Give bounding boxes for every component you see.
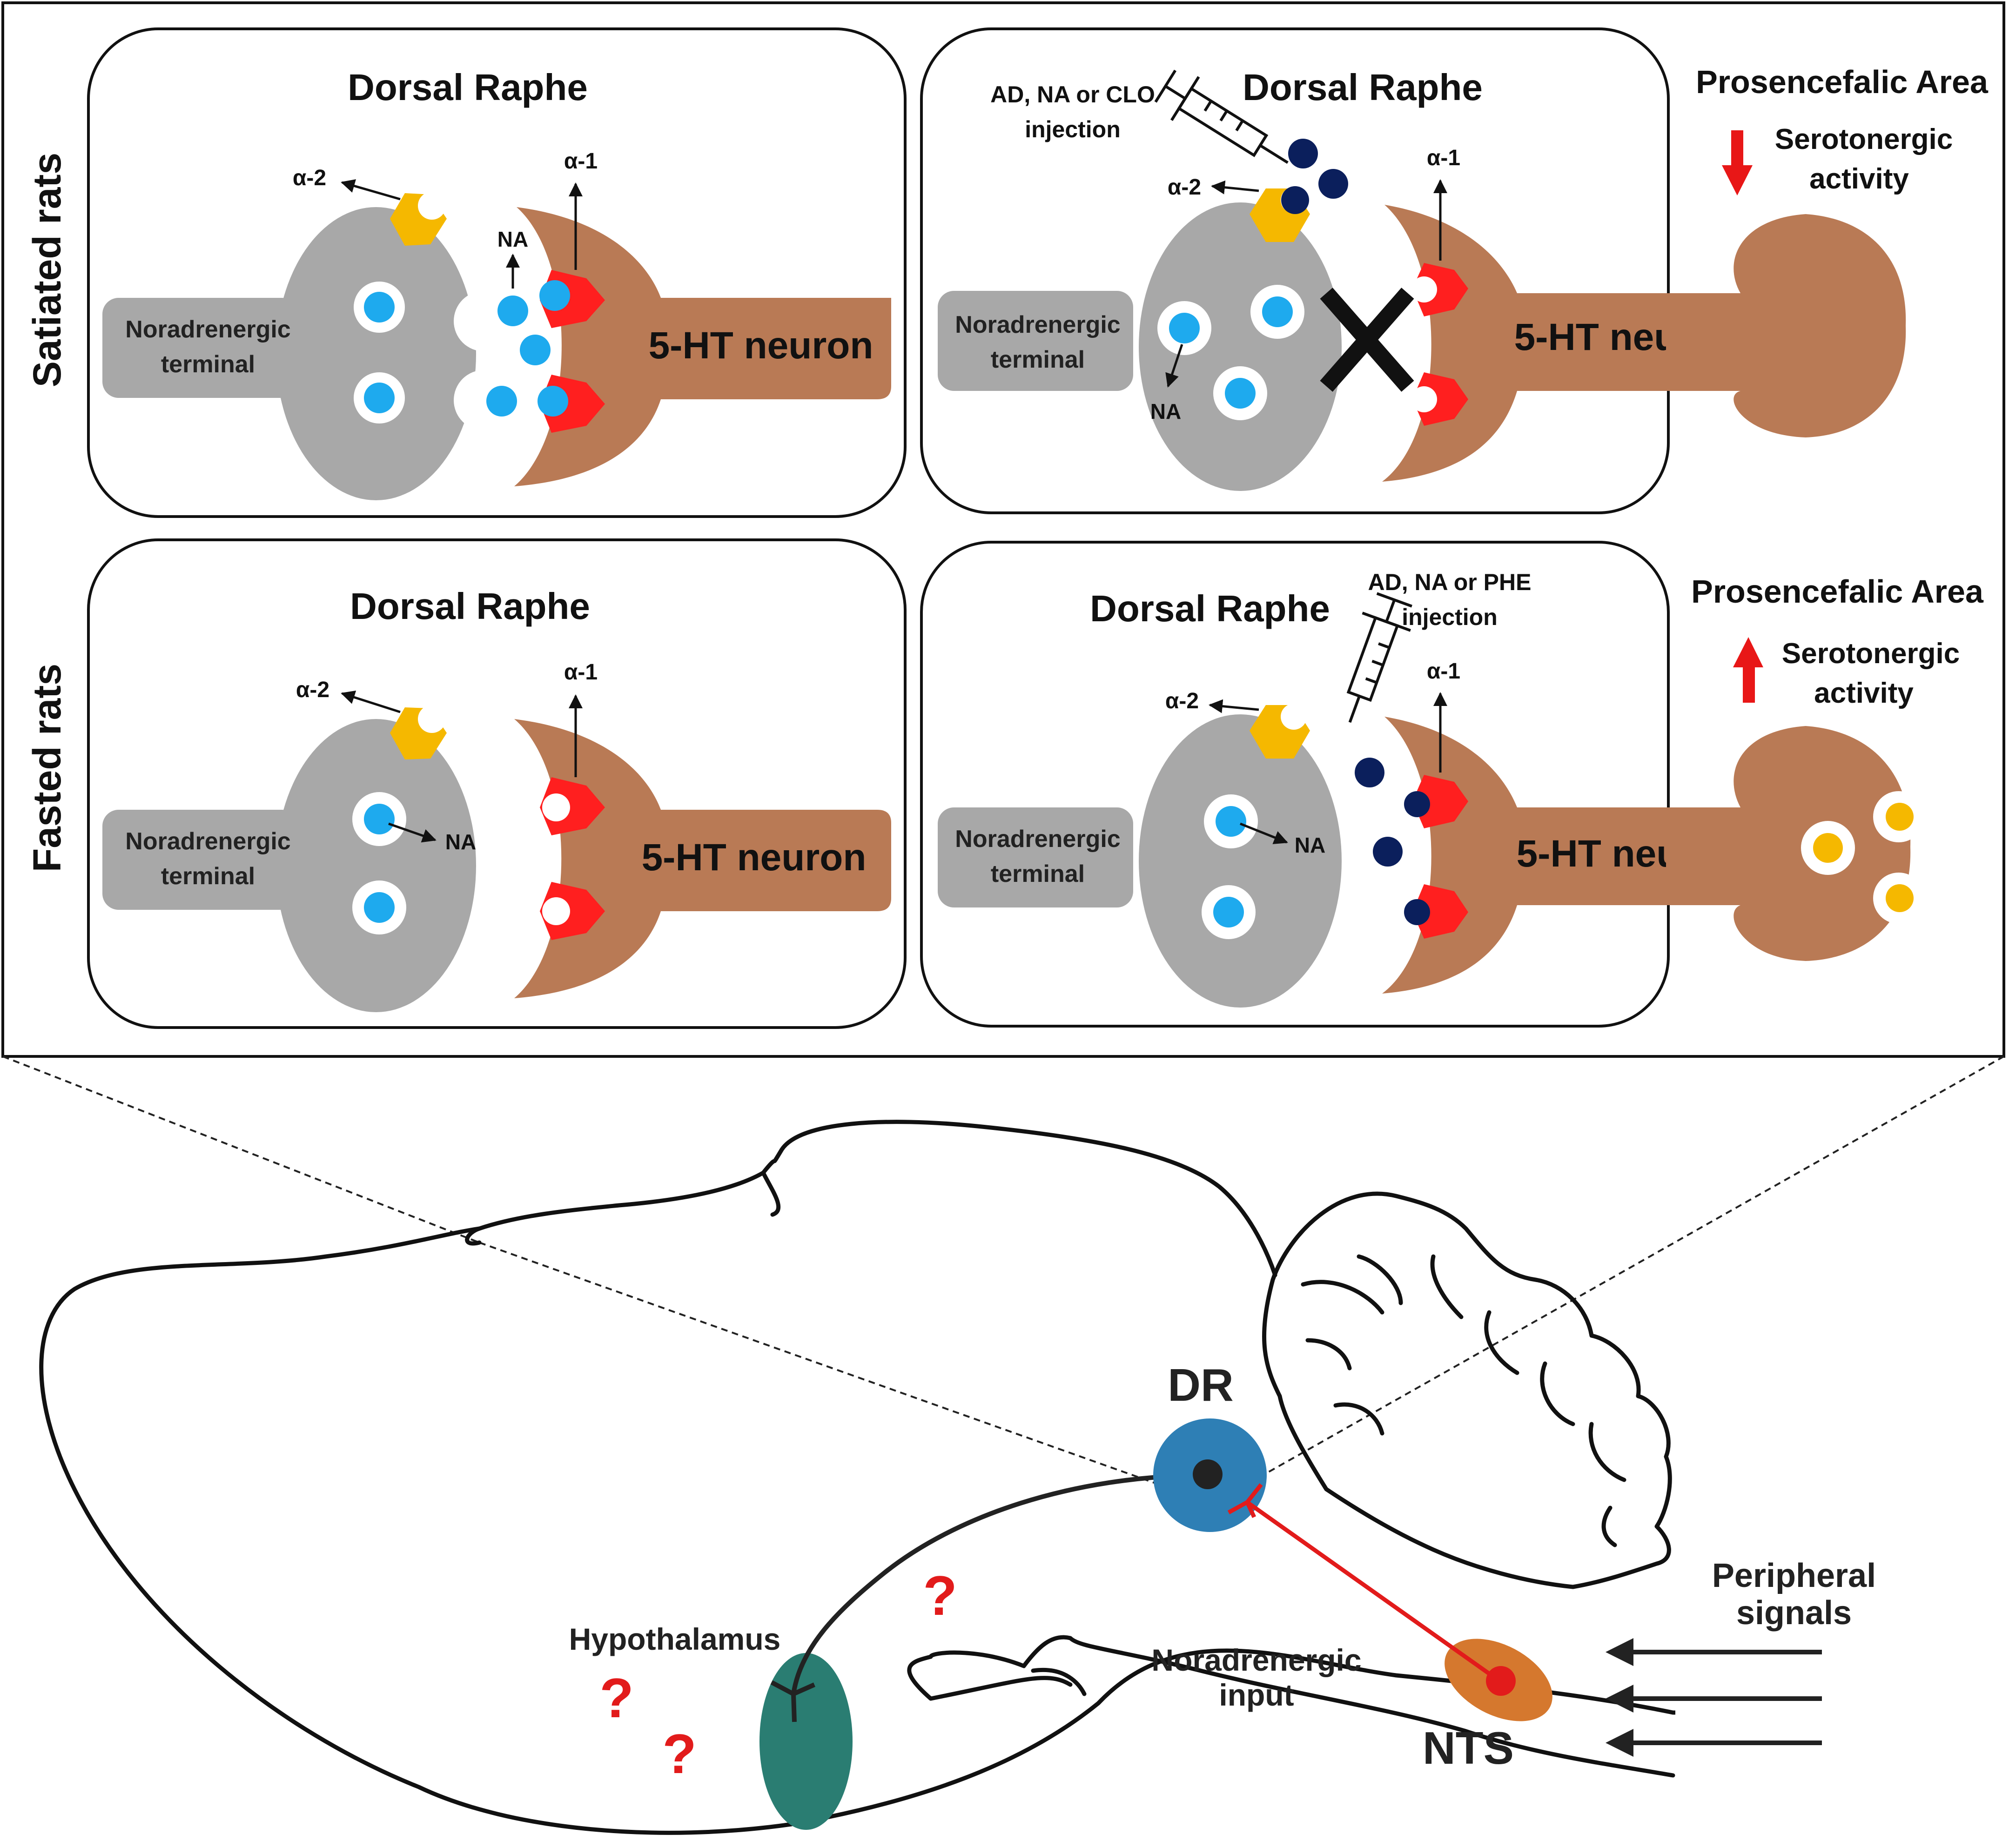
panel-title: Dorsal Raphe — [348, 67, 588, 108]
injection-label-2: injection — [1025, 116, 1121, 142]
alpha1-label: α-1 — [564, 660, 598, 685]
arrow-up-icon — [1733, 637, 1763, 703]
syringe-icon — [1154, 69, 1289, 164]
panel-title: Dorsal Raphe — [350, 585, 590, 627]
terminal-label-2: terminal — [991, 860, 1085, 887]
zoom-line-right — [1221, 1055, 2004, 1499]
dr-to-hypothalamus-pathway — [791, 1473, 1208, 1694]
terminal-bouton — [1139, 202, 1342, 491]
injection-label: AD, NA or CLO — [990, 81, 1155, 108]
peripheral-arrows — [1606, 1638, 1822, 1757]
question-mark: ? — [923, 1565, 957, 1627]
prosencefalic-title: Prosencefalic Area — [1691, 573, 1984, 610]
neuron-label: 5-HT neuron — [642, 836, 867, 879]
terminal-label-2: terminal — [991, 346, 1085, 373]
zoom-line-left-2 — [479, 1242, 1199, 1499]
arrow-down-icon — [1722, 130, 1753, 195]
activity-label-2: activity — [1814, 677, 1914, 709]
alpha2-label: α-2 — [293, 166, 326, 190]
5ht-neuron — [514, 207, 891, 486]
alpha1-label: α-1 — [1427, 659, 1460, 684]
terminal-axon — [102, 810, 298, 910]
dr-terminal — [1227, 1483, 1263, 1518]
terminal-label: Noradrenergic — [955, 826, 1120, 853]
neuron-label: 5-HT neuron — [649, 324, 873, 367]
zoom-line-left — [2, 1055, 480, 1243]
nts-label: NTS — [1423, 1722, 1514, 1774]
activity-label-2: activity — [1809, 163, 1909, 195]
dr-soma — [1193, 1459, 1223, 1489]
prosencefalic-title: Prosencefalic Area — [1696, 64, 1989, 100]
terminal-label: Noradrenergic — [955, 311, 1120, 338]
serotonin-vesicles — [1801, 791, 1924, 924]
terminal-label: Noradrenergic — [125, 316, 290, 343]
block-x-icon — [1320, 288, 1414, 392]
drug-molecules — [1355, 758, 1403, 867]
peripheral-label-2: signals — [1736, 1594, 1852, 1632]
terminal-bouton — [276, 207, 476, 500]
noradrenergic-input-label: Noradrenergic — [1151, 1643, 1361, 1677]
terminal-bouton — [1139, 714, 1342, 1008]
terminal-label-2: terminal — [161, 351, 255, 378]
terminal-label-2: terminal — [161, 863, 255, 890]
activity-label: Serotonergic — [1782, 638, 1960, 670]
terminal-axon — [102, 298, 298, 398]
5ht-neuron — [514, 719, 891, 998]
injection-label-2: injection — [1402, 604, 1498, 630]
na-label: NA — [445, 830, 476, 854]
alpha2-label: α-2 — [1168, 175, 1201, 200]
syringe-icon — [1346, 592, 1412, 723]
injection-label: AD, NA or PHE — [1368, 569, 1532, 595]
brain-outline — [39, 1120, 1675, 1835]
row-label-satiated: Satiated rats — [25, 153, 69, 387]
na-label: NA — [497, 227, 528, 251]
hypothalamus-label: Hypothalamus — [569, 1622, 781, 1656]
prosencefalic-soma — [1666, 214, 1906, 437]
panel-satiated-right: Dorsal Raphe AD, NA or CLO injection Nor… — [920, 27, 1739, 514]
alpha1-label: α-1 — [1427, 146, 1460, 170]
terminal-axon — [938, 807, 1133, 907]
prosencefalic-soma — [1666, 726, 1911, 961]
terminal-label: Noradrenergic — [125, 828, 290, 855]
dr-label: DR — [1168, 1359, 1234, 1411]
noradrenergic-input-label-2: input — [1219, 1678, 1294, 1712]
panel-fasted-left: Dorsal Raphe Noradrenergic terminal 5-HT… — [87, 538, 907, 1029]
panel-satiated-left: Dorsal Raphe Noradrenergic terminal 5-HT… — [87, 27, 907, 518]
hypothalamus-terminal — [770, 1680, 816, 1722]
panel-title: Dorsal Raphe — [1243, 67, 1483, 108]
peripheral-label: Peripheral — [1712, 1557, 1876, 1594]
alpha1-label: α-1 — [564, 149, 598, 174]
na-molecules — [486, 280, 570, 417]
panel-fasted-right: Dorsal Raphe AD, NA or PHE injection Nor… — [920, 541, 1741, 1028]
terminal-axon — [938, 291, 1133, 391]
nts-soma — [1486, 1666, 1516, 1696]
alpha2-label: α-2 — [296, 678, 329, 702]
question-mark: ? — [599, 1667, 633, 1729]
prosencefalic-fasted: Prosencefalic Area Serotonergic activity — [1666, 573, 1984, 961]
hypothalamus — [759, 1653, 853, 1830]
prosencefalic-satiated: Prosencefalic Area Serotonergic activity — [1666, 64, 1989, 437]
question-mark: ? — [662, 1723, 696, 1785]
activity-label: Serotonergic — [1775, 123, 1953, 155]
panel-title: Dorsal Raphe — [1090, 588, 1330, 629]
cerebellum-outline — [1262, 1191, 1672, 1589]
row-label-fasted: Fasted rats — [25, 664, 69, 872]
drug-molecules — [1281, 139, 1348, 214]
na-label: NA — [1150, 399, 1181, 423]
na-label: NA — [1295, 833, 1325, 857]
terminal-bouton — [276, 719, 476, 1012]
noradrenergic-terminal: Noradrenergic terminal — [102, 207, 476, 500]
nts-to-dr-pathway — [1246, 1500, 1501, 1683]
alpha2-label: α-2 — [1165, 689, 1199, 713]
na-vesicles — [354, 282, 405, 423]
